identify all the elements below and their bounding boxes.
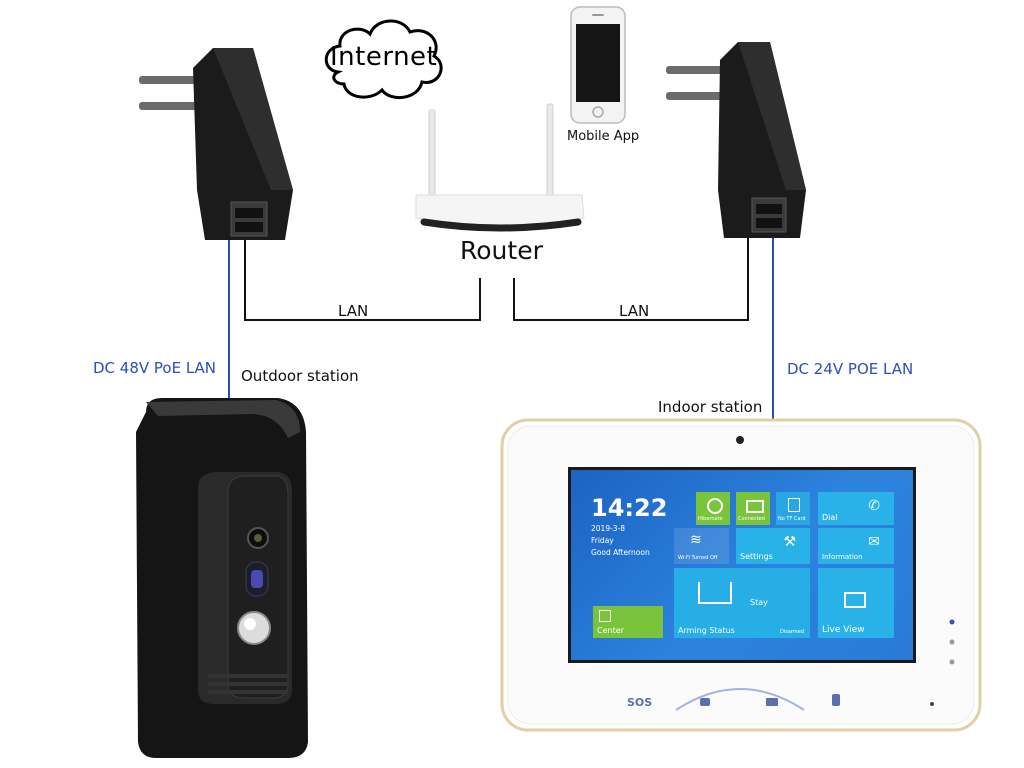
- tile-wifi[interactable]: ≋ Wi-Fi Turned Off: [674, 528, 729, 564]
- doorbell-icon: [136, 398, 308, 758]
- wifi-icon: ≋: [690, 532, 702, 548]
- internet-label: Internet: [330, 42, 438, 72]
- poe-injector-left: [135, 40, 295, 245]
- tile-no-tf-card[interactable]: No TF Card: [776, 492, 810, 525]
- tile-settings[interactable]: ⚒ Settings: [736, 528, 810, 564]
- arming-disarmed-label: Disarmed: [780, 629, 804, 635]
- lan-label-right: LAN: [619, 302, 650, 320]
- monitor-screen: 14:22 2019-3-8 Friday Good Afternoon Hib…: [568, 467, 916, 663]
- envelope-icon: ✉: [868, 534, 880, 550]
- tile-hibernate[interactable]: Hibernate: [696, 492, 730, 525]
- video-camera-icon: [844, 592, 866, 608]
- poe-injector-right: [662, 40, 822, 245]
- clock-time: 14:22: [591, 494, 668, 522]
- power-icon: [707, 498, 723, 514]
- arming-stay-label: Stay: [750, 598, 768, 607]
- mobile-app-label: Mobile App: [567, 129, 640, 144]
- cloud-icon: [324, 19, 443, 99]
- lan-wire-left: [244, 232, 481, 321]
- indoor-station-label: Indoor station: [658, 398, 763, 416]
- phone-call-icon: ✆: [868, 498, 880, 514]
- wrench-icon: ⚒: [783, 534, 796, 550]
- poe-label-left: DC 48V PoE LAN: [93, 359, 217, 377]
- sd-card-icon: [788, 498, 800, 512]
- tile-connected[interactable]: Connected: [736, 492, 770, 525]
- poe-label-right: DC 24V POE LAN: [787, 360, 914, 378]
- mobile-phone: [570, 6, 626, 124]
- router-device: [410, 100, 590, 240]
- lan-label-left: LAN: [338, 302, 369, 320]
- tile-arming-status[interactable]: Stay Arming Status Disarmed: [674, 568, 810, 638]
- outdoor-station-device: [128, 392, 318, 762]
- power-adapter-icon: [666, 42, 806, 238]
- outdoor-station-label: Outdoor station: [241, 367, 359, 385]
- router-label: Router: [460, 236, 543, 265]
- home-arming-icon: [698, 582, 732, 604]
- router-icon: [415, 103, 585, 232]
- clock-day: Friday: [591, 536, 614, 545]
- connected-icon: [746, 500, 764, 513]
- phone-icon: [570, 6, 626, 124]
- clock-date: 2019-3-8: [591, 524, 626, 533]
- tile-dial[interactable]: ✆ Dial: [818, 492, 894, 525]
- tile-information[interactable]: ✉ Information: [818, 528, 894, 564]
- sos-label: SOS: [627, 696, 653, 709]
- internet-cloud: [318, 10, 446, 106]
- lan-wire-right: [513, 232, 749, 321]
- clock-greeting: Good Afternoon: [591, 548, 650, 557]
- tile-center[interactable]: Center: [593, 606, 663, 638]
- tile-live-view[interactable]: Live View: [818, 568, 894, 638]
- center-icon: [599, 610, 611, 622]
- power-adapter-icon: [139, 48, 293, 240]
